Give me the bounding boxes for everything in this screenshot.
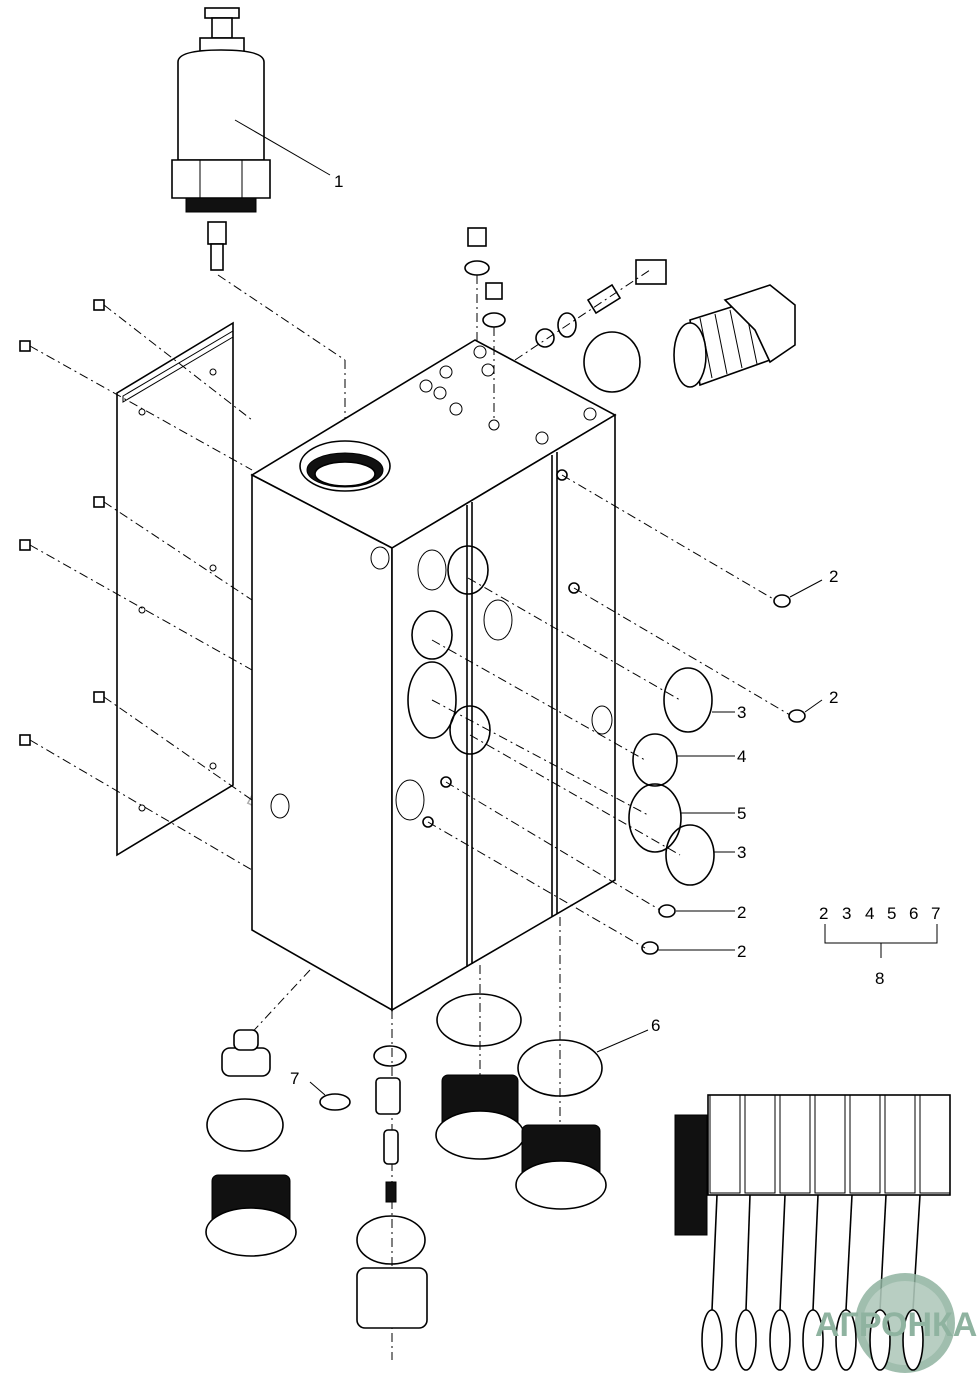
callout-6: 6: [651, 1016, 660, 1035]
callout-3: 3: [737, 703, 746, 722]
kit-member: 3: [842, 904, 851, 923]
agronka-logo: АГРОНКА: [815, 1306, 977, 1344]
callout-4: 4: [737, 747, 746, 766]
callout-5: 5: [737, 804, 746, 823]
large-plug: [673, 284, 796, 388]
valve-cartridge-part-1: [171, 7, 271, 271]
callout-2: 2: [829, 688, 838, 707]
callout-labels: 1 2 2 3 4 5 3 2 2 6 7: [290, 172, 838, 1088]
callout-7: 7: [290, 1069, 299, 1088]
kit-assembly-number: 8: [875, 969, 884, 988]
bottom-parts: [205, 917, 607, 1360]
callout-1: 1: [334, 172, 343, 191]
valve-block: [250, 339, 617, 1012]
cover-plate: [116, 321, 234, 857]
top-fittings: [464, 227, 796, 420]
callout-2: 2: [829, 567, 838, 586]
plate-screws: [19, 299, 253, 871]
callout-2: 2: [737, 942, 746, 961]
kit-member: 6: [909, 904, 918, 923]
kit-member: 7: [931, 904, 940, 923]
kit-member: 2: [819, 904, 828, 923]
callout-2: 2: [737, 903, 746, 922]
valve-bank-assembly-thumbnail: АГРОНКА: [674, 1094, 977, 1373]
kit-bracket: 2 3 4 5 6 7 8: [819, 904, 940, 988]
kit-member: 4: [865, 904, 874, 923]
callout-3: 3: [737, 843, 746, 862]
side-seals: [234, 119, 823, 1096]
kit-member: 5: [887, 904, 896, 923]
